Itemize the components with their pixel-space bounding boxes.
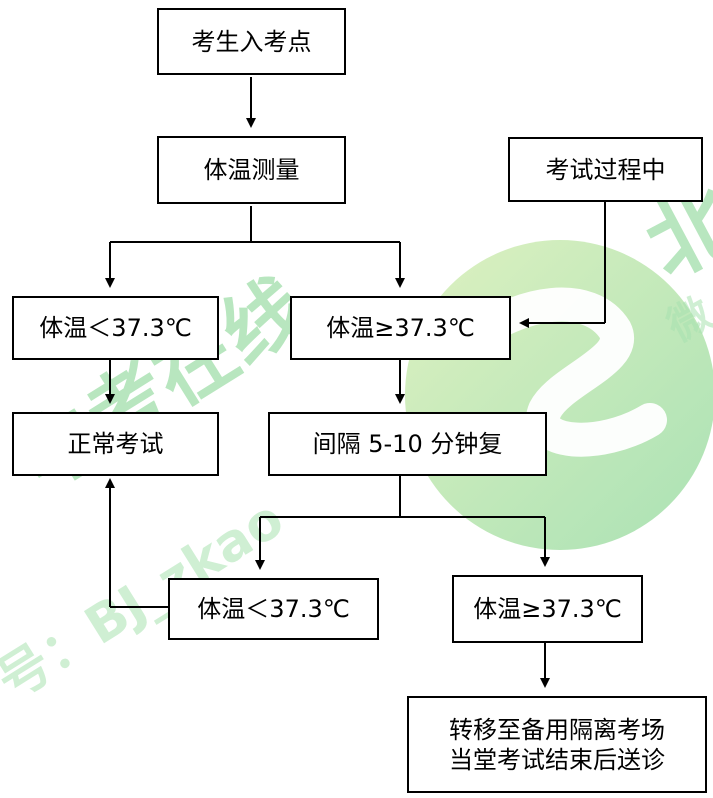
node-high-temperature-2: 体温≥37.3℃ [452,575,643,643]
node-normal-temperature-2: 体温＜37.3℃ [168,578,379,640]
node-high-temperature-1: 体温≥37.3℃ [290,296,511,360]
node-recheck: 间隔 5-10 分钟复 [268,412,547,476]
node-during-exam: 考试过程中 [508,137,703,202]
transfer-line-1: 转移至备用隔离考场 [449,715,665,744]
node-normal-temperature-1: 体温＜37.3℃ [12,296,219,360]
node-transfer-isolation: 转移至备用隔离考场 当堂考试结束后送诊 [407,696,707,793]
transfer-line-2: 当堂考试结束后送诊 [449,745,665,774]
node-temperature-measurement: 体温测量 [157,136,346,204]
node-normal-exam: 正常考试 [12,412,219,476]
node-arrival: 考生入考点 [157,8,346,75]
